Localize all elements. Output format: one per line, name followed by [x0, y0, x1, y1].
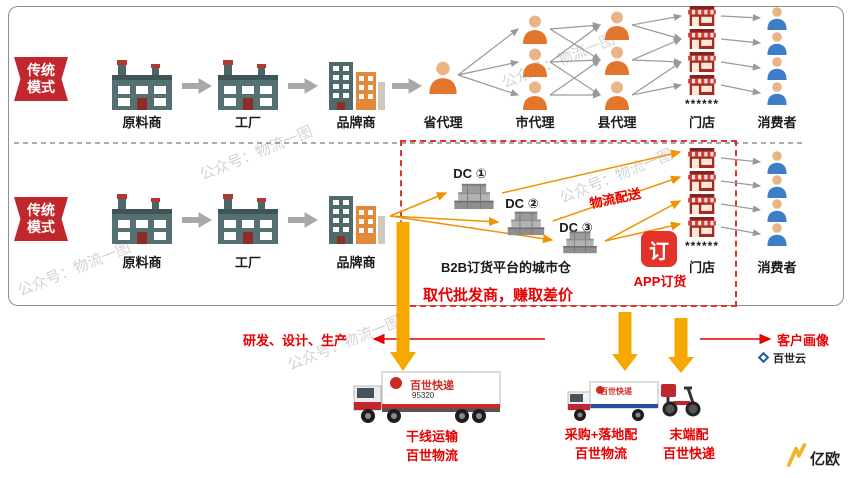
label-store: 门店	[688, 260, 716, 275]
caption-line1: 干线运输	[405, 429, 459, 444]
caption-procurement: 采购+落地配 百世物流	[565, 426, 638, 464]
label-consumer: 消费者	[757, 260, 797, 275]
factory-icon	[216, 192, 280, 244]
consumer-person-icon	[766, 31, 788, 55]
label-b2b-platform: B2B订货平台的城市仓	[440, 260, 572, 275]
county-agent-person-icon	[604, 80, 630, 110]
caption-last-mile: 末端配 百世快递	[663, 426, 715, 464]
factory-icon	[110, 192, 174, 244]
store-icon	[685, 194, 719, 214]
store-icon	[685, 6, 719, 26]
caption-line2: 百世快递	[662, 445, 716, 461]
label-brand: 品牌商	[336, 115, 376, 130]
ordering-app-icon-char: 订	[649, 240, 669, 263]
consumer-person-icon	[766, 6, 788, 30]
factory-icon	[110, 58, 174, 110]
label-slogan: 取代批发商，赚取差价	[422, 287, 574, 304]
label-factory: 工厂	[234, 115, 262, 130]
dc-warehouse-icon	[558, 230, 602, 254]
county-agent-person-icon	[604, 10, 630, 40]
store-icon	[685, 29, 719, 49]
label-raw-supplier: 原料商	[122, 255, 162, 270]
store-icon	[685, 75, 719, 95]
label-factory: 工厂	[234, 255, 262, 270]
yiou-logo-icon	[786, 442, 808, 468]
mode1-ribbon-label: 传统模式	[27, 61, 55, 96]
label-store: 门店	[688, 115, 716, 130]
city-agent-person-icon	[522, 47, 548, 77]
mode2-ribbon-label: 传统模式	[27, 201, 55, 236]
truck-brand-text: 百世快递	[410, 380, 454, 392]
mode1-ribbon: 传统模式	[14, 57, 68, 101]
mode2-ribbon: 传统模式	[14, 197, 68, 241]
label-best-cloud: 百世云	[773, 353, 806, 365]
consumer-person-icon	[766, 56, 788, 80]
dc-warehouse-icon	[502, 210, 550, 236]
label-raw-supplier: 原料商	[122, 115, 162, 130]
yiou-logo-text: 亿欧	[810, 451, 841, 468]
brand-buildings-icon	[326, 58, 386, 110]
store-icon	[685, 171, 719, 191]
label-city-agent: 市代理	[515, 115, 555, 130]
consumer-person-icon	[766, 174, 788, 198]
ordering-app-icon: 订	[641, 231, 677, 267]
brand-buildings-icon	[326, 192, 386, 244]
consumer-person-icon	[766, 198, 788, 222]
store-icon	[685, 148, 719, 168]
province-agent-person-icon	[428, 60, 458, 94]
store-icon	[685, 52, 719, 72]
caption-line1: 末端配	[669, 427, 709, 442]
caption-line2: 百世物流	[574, 445, 627, 461]
label-customer-profile: 客户画像	[776, 333, 830, 348]
city-agent-person-icon	[522, 14, 548, 44]
label-dc2: DC ②	[505, 196, 539, 211]
consumer-person-icon	[766, 150, 788, 174]
label-dc3: DC ③	[559, 220, 593, 235]
label-dc1: DC ①	[453, 166, 487, 181]
caption-line2: 百世物流	[405, 447, 459, 463]
delivery-scooter-icon	[660, 376, 702, 418]
best-cloud-logo-icon	[757, 351, 770, 364]
label-app-ordering: APP订货	[633, 274, 687, 289]
truck-hotline-text: 95320	[412, 391, 435, 400]
county-agent-person-icon	[604, 45, 630, 75]
store-icon	[685, 217, 719, 237]
factory-icon	[216, 58, 280, 110]
label-rd-design-production: 研发、设计、生产	[242, 333, 348, 348]
consumer-person-icon	[766, 222, 788, 246]
label-county-agent: 县代理	[597, 115, 637, 130]
label-brand: 品牌商	[336, 255, 376, 270]
delivery-truck-icon	[566, 378, 661, 422]
stores-ellipsis: ******	[684, 239, 720, 253]
city-agent-person-icon	[522, 80, 548, 110]
label-province-agent: 省代理	[423, 115, 463, 130]
label-consumer: 消费者	[757, 115, 797, 130]
consumer-person-icon	[766, 81, 788, 105]
dc-warehouse-icon	[450, 182, 498, 210]
caption-line1: 采购+落地配	[564, 427, 638, 442]
caption-line-haul: 干线运输 百世物流	[406, 428, 458, 466]
stores-ellipsis: ******	[684, 97, 720, 111]
truck-brand-text: 百世快递	[600, 387, 632, 396]
